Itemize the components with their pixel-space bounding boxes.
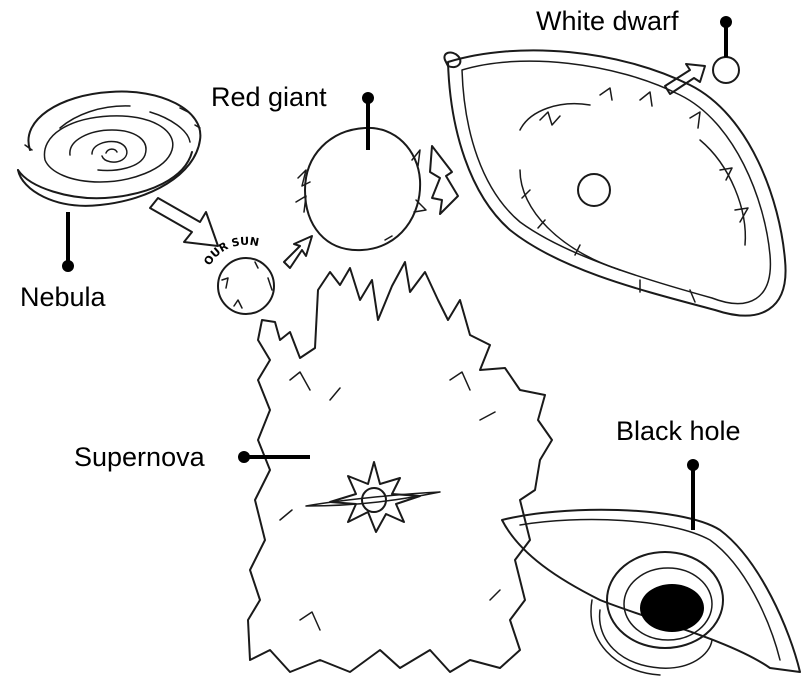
arrow-red-giant-to-planetary-nebula-icon	[430, 146, 458, 214]
leader-black-hole	[687, 459, 699, 530]
arrow-sun-to-red-giant-icon	[284, 236, 312, 268]
black-hole-label: Black hole	[616, 418, 741, 445]
leader-white-dwarf	[720, 16, 732, 57]
red-giant-label: Red giant	[211, 84, 327, 111]
arrow-nebula-to-sun-icon	[150, 198, 218, 246]
our-sun-drawing	[218, 258, 274, 314]
red-giant-drawing	[296, 128, 426, 250]
black-hole-drawing	[502, 510, 800, 675]
planetary-nebula-drawing	[444, 50, 785, 315]
supernova-label: Supernova	[74, 444, 205, 471]
white-dwarf-label: White dwarf	[536, 8, 679, 35]
leader-nebula	[62, 212, 74, 272]
white-dwarf-drawing	[713, 57, 739, 83]
nebula-label: Nebula	[20, 284, 106, 311]
supernova-drawing	[248, 262, 552, 672]
leader-red-giant	[362, 92, 374, 150]
nebula-drawing	[18, 92, 200, 206]
leader-supernova	[238, 451, 310, 463]
